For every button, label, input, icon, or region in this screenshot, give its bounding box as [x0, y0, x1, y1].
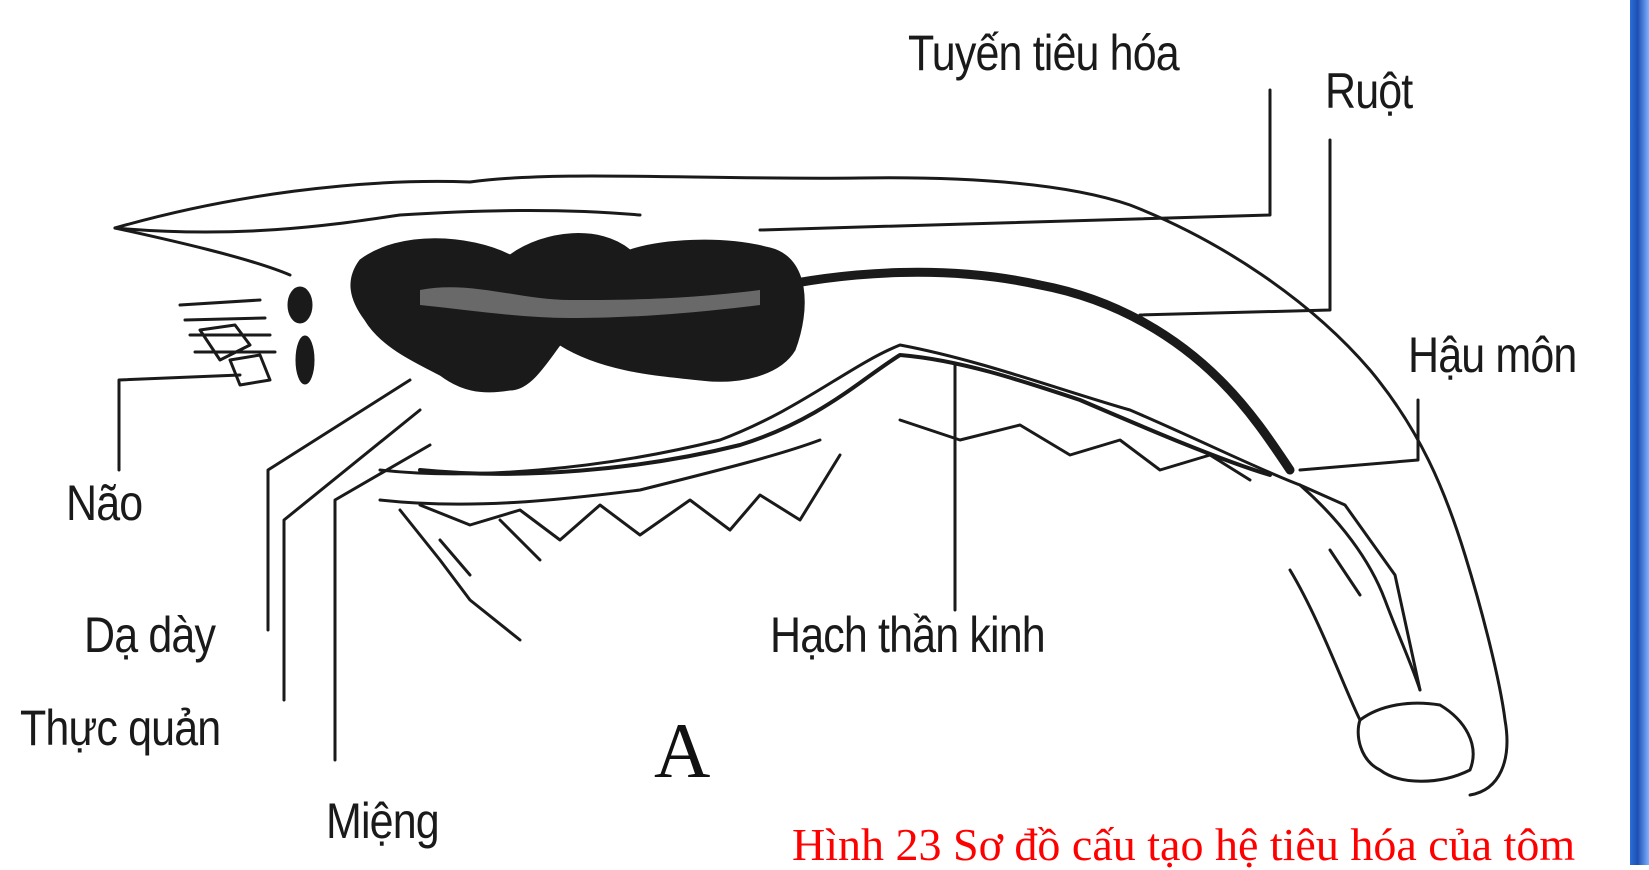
leader-mieng: [335, 445, 430, 760]
label-thuc-quan: Thực quản: [20, 703, 220, 753]
leader-tuyen-tieu-hoa: [760, 90, 1270, 230]
tail-edge: [1290, 570, 1360, 720]
label-da-day: Dạ dày: [84, 610, 215, 660]
panel-letter: A: [654, 712, 710, 790]
rostrum: [115, 228, 290, 275]
label-hau-mon: Hậu môn: [1408, 330, 1576, 380]
tail-end: [1358, 703, 1473, 781]
tail-segment-1: [1300, 485, 1420, 690]
swimmerets: [420, 455, 840, 540]
leader-ruot: [1140, 140, 1330, 315]
leader-da-day: [268, 380, 410, 630]
label-mieng: Miệng: [326, 796, 439, 846]
brain-ganglion-2: [296, 336, 314, 384]
leader-nao: [119, 375, 240, 470]
figure-caption: Hình 23 Sơ đồ cấu tạo hệ tiêu hóa của tô…: [792, 822, 1575, 868]
leader-thuc-quan: [284, 410, 420, 700]
label-ruot: Ruột: [1325, 66, 1412, 116]
label-tuyen-tieu-hoa: Tuyến tiêu hóa: [908, 28, 1179, 78]
label-nao: Não: [66, 478, 142, 528]
legs-left: [400, 510, 540, 640]
label-hach-than-kinh: Hạch thần kinh: [770, 610, 1045, 660]
tail-fan: [1300, 485, 1420, 690]
tail-segment-2: [1330, 550, 1360, 595]
intestine: [760, 272, 1290, 470]
slide-frame-edge: [1630, 0, 1649, 865]
brain-ganglion: [288, 287, 312, 323]
carapace-top-ridge: [115, 210, 640, 232]
